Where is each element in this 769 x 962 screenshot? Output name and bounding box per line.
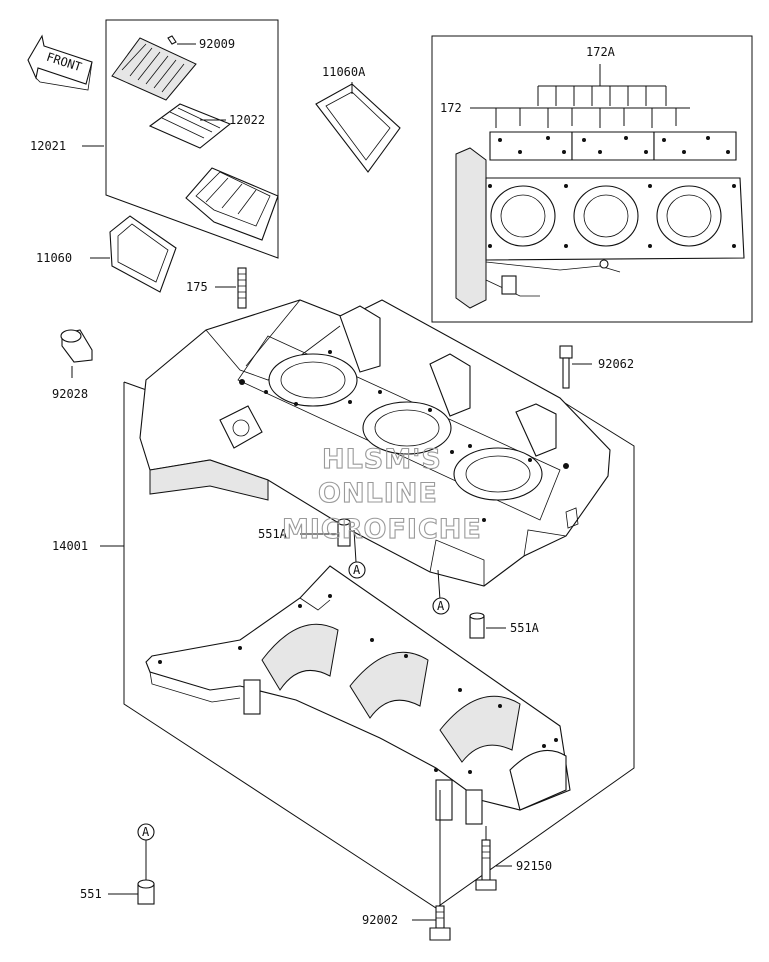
gasket-11060 (109, 215, 177, 293)
dowel-551a-right (469, 612, 485, 639)
label-11060: 11060 (36, 251, 72, 265)
upper-crankcase (139, 299, 611, 587)
label-551a-top: 551A (258, 527, 288, 541)
label-172: 172 (440, 101, 462, 115)
lower-crankcase (145, 565, 571, 825)
inset-detail-box (431, 35, 753, 323)
watermark: HLSM'S ONLINE MICROFICHE (281, 443, 482, 545)
label-92150: 92150 (516, 859, 552, 873)
bolt-92062 (559, 345, 573, 389)
callout-a-lower: A (137, 823, 155, 880)
watermark-line-3: MICROFICHE (282, 514, 482, 545)
callout-a-upper: A (348, 529, 366, 579)
label-92062: 92062 (598, 357, 634, 371)
bolt-92002 (429, 905, 451, 941)
bolt-92150 (475, 839, 497, 891)
stud-175 (237, 267, 247, 309)
front-arrow-icon: FRONT (27, 34, 93, 91)
label-92028: 92028 (52, 387, 88, 401)
leader-lines (71, 43, 592, 921)
label-12022: 12022 (229, 113, 265, 127)
reed-valve-group (105, 19, 279, 259)
gasket-11060a (315, 83, 401, 173)
bushing-92028 (60, 329, 93, 363)
callout-a-mid: A (432, 569, 450, 615)
dowel-551 (137, 879, 155, 905)
label-551: 551 (80, 887, 102, 901)
label-11060a: 11060A (322, 65, 366, 79)
watermark-line-1: HLSM'S (322, 444, 442, 475)
label-175: 175 (186, 280, 208, 294)
label-92002: 92002 (362, 913, 398, 927)
svg-text:A: A (142, 825, 150, 839)
watermark-line-2: ONLINE (318, 478, 438, 509)
svg-text:A: A (353, 563, 361, 577)
label-551a-right: 551A (510, 621, 540, 635)
label-14001: 14001 (52, 539, 88, 553)
label-172a: 172A (586, 45, 616, 59)
label-12021: 12021 (30, 139, 66, 153)
label-92009: 92009 (199, 37, 235, 51)
svg-text:A: A (437, 599, 445, 613)
